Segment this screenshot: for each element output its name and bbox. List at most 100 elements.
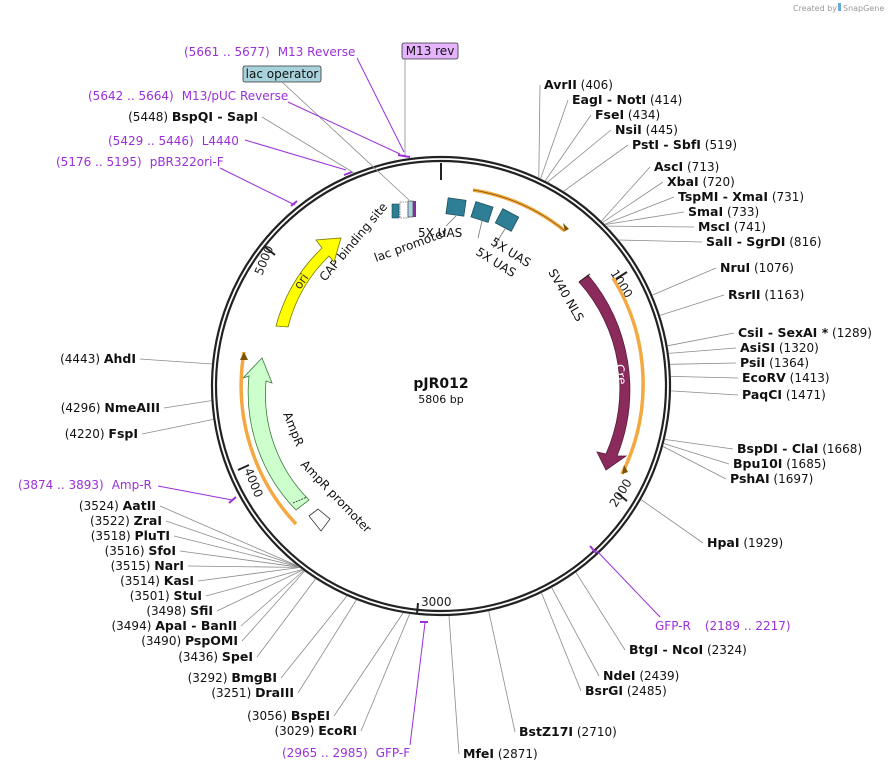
- primer-m13-reverse[interactable]: (5661 .. 5677)M13 Reverse: [184, 45, 411, 158]
- label-m13-rev: M13 rev: [401, 42, 459, 157]
- enzyme-leader-kasi: [197, 567, 300, 582]
- primer-m13-puc-reverse[interactable]: (5642 .. 5664)M13/pUC Reverse: [88, 89, 401, 155]
- enzyme-site-paqci[interactable]: PaqCI (1471): [670, 387, 826, 402]
- enzyme-site-aatii[interactable]: (3524) AatII: [79, 498, 298, 567]
- feature-cap-binding-site[interactable]: [391, 203, 400, 219]
- enzyme-site-kasi[interactable]: (3514) KasI: [120, 567, 300, 589]
- enzyme-site-nmeaiii[interactable]: (4296) NmeAIII: [61, 400, 212, 415]
- enzyme-label-bmgbi: (3292) BmgBI: [188, 670, 277, 685]
- enzyme-name-ecorv: EcoRV: [742, 370, 786, 385]
- enzyme-leader-nmeaiii: [163, 400, 212, 409]
- enzyme-site-tspmi[interactable]: TspMI - XmaI (731): [604, 189, 805, 225]
- enzyme-site-smai[interactable]: SmaI (733): [604, 204, 759, 225]
- enzyme-leader-avrii: [538, 84, 541, 178]
- enzyme-site-rsrii[interactable]: RsrII (1163): [659, 287, 804, 316]
- enzyme-site-bspei[interactable]: (3056) BspEI: [247, 612, 404, 723]
- enzyme-label-psii: PsiI (1364): [740, 355, 809, 370]
- enzyme-site-asisi[interactable]: AsiSI (1320): [668, 340, 819, 355]
- enzyme-site-stui[interactable]: (3501) StuI: [130, 569, 303, 604]
- enzyme-pos-hpai: (1929): [740, 536, 784, 550]
- feature-ampr-promoter[interactable]: [308, 508, 331, 532]
- enzyme-name-eagi: EagI: [572, 92, 603, 107]
- enzyme-site-nrui[interactable]: NruI (1076): [652, 260, 794, 296]
- enzyme-pos-psii: (1364): [765, 356, 809, 370]
- enzyme-site-sali[interactable]: SalI - SgrDI (816): [618, 234, 822, 249]
- enzyme-leader-psti: [563, 144, 629, 192]
- enzyme-site-ecori[interactable]: (3029) EcoRI: [274, 613, 411, 738]
- enzyme-site-zrai[interactable]: (3522) ZraI: [90, 513, 299, 567]
- enzyme-label-btgi: BtgI - NcoI (2324): [629, 642, 747, 657]
- enzyme-site-draiii[interactable]: (3251) DraIII: [211, 599, 357, 700]
- enzyme-site-eagi[interactable]: EagI - NotI (414): [540, 92, 683, 179]
- enzyme-leader-ndei: [551, 587, 600, 677]
- enzyme-leader-asisi: [668, 347, 737, 354]
- enzyme-pos-nrui: (1076): [750, 261, 794, 275]
- enzyme-site-hpai[interactable]: HpaI (1929): [640, 499, 784, 550]
- enzyme-pos-aatii: (3524): [79, 499, 123, 513]
- enzyme-pos-asci: (713): [683, 160, 719, 174]
- enzyme-site-mfei[interactable]: MfeI (2871): [448, 615, 538, 761]
- feature-ampr[interactable]: [242, 357, 310, 511]
- feature-5x-uas-3[interactable]: [494, 208, 520, 232]
- enzyme-site-ecorv[interactable]: EcoRV (1413): [670, 370, 830, 385]
- feature-cre[interactable]: [578, 274, 631, 471]
- enzyme-leader-asci: [601, 166, 651, 222]
- enzyme-site-fsei[interactable]: FseI (434): [544, 107, 660, 182]
- enzyme-site-xbai[interactable]: XbaI (720): [602, 174, 735, 223]
- enzyme-site-ahdi[interactable]: (4443) AhdI: [60, 351, 213, 366]
- svg-text:(2965 .. 2985)GFP-F: (2965 .. 2985)GFP-F: [282, 746, 410, 760]
- enzyme-site-msci[interactable]: MscI (741): [606, 219, 766, 234]
- enzyme-site-pluti[interactable]: (3518) PluTI: [91, 528, 300, 568]
- enzyme-name-tspmi: TspMI: [678, 189, 718, 204]
- enzyme-site-bstz17i[interactable]: BstZ17I (2710): [488, 610, 617, 739]
- enzyme-pos-xbai: (720): [699, 175, 735, 189]
- enzyme-site-sfoi[interactable]: (3516) SfoI: [105, 543, 300, 568]
- primer-l4440[interactable]: (5429 .. 5446)L4440: [108, 134, 353, 176]
- enzyme-site-psti[interactable]: PstI - SbfI (519): [563, 137, 738, 192]
- enzyme-site-psii[interactable]: PsiI (1364): [669, 355, 809, 370]
- enzyme-name-avrii: AvrII: [544, 77, 577, 92]
- plasmid-name: pJR012: [413, 376, 468, 392]
- enzyme-site-fspi[interactable]: (4220) FspI: [65, 419, 214, 441]
- enzyme-label-pluti: (3518) PluTI: [91, 528, 170, 543]
- primer-pbr322ori-f[interactable]: (5176 .. 5195)pBR322ori-F: [56, 155, 298, 207]
- enzyme-name-psti: PstI: [632, 137, 659, 152]
- enzyme-name-bstz17i: BstZ17I: [519, 724, 573, 739]
- enzyme-name-apai: ApaI: [155, 618, 187, 633]
- enzyme-site-sfii[interactable]: (3498) SfiI: [146, 569, 304, 618]
- enzyme-site-asci[interactable]: AscI (713): [601, 159, 719, 222]
- enzyme-site-bmgbi[interactable]: (3292) BmgBI: [188, 595, 348, 685]
- enzyme-site-avrii[interactable]: AvrII (406): [538, 77, 613, 178]
- enzyme-site-bpu10i[interactable]: Bpu10I (1685): [663, 443, 826, 472]
- orf-arc-right: [611, 277, 645, 475]
- enzyme-site-pshai[interactable]: PshAI (1697): [662, 446, 813, 486]
- primer-amp-r[interactable]: (3874 .. 3893)Amp-R: [18, 478, 237, 504]
- primer-gfp-r[interactable]: GFP-R(2189 .. 2217): [589, 545, 791, 633]
- enzyme-site-ndei[interactable]: NdeI (2439): [551, 587, 680, 683]
- enzyme-site-btgi[interactable]: BtgI - NcoI (2324): [575, 572, 747, 657]
- enzyme-site-apai[interactable]: (3494) ApaI - BanII: [111, 570, 304, 634]
- feature-5x-uas-1[interactable]: [445, 197, 467, 217]
- enzyme-labels-left: (5448) BspQI - SapI (4443) AhdI (4296) Nme…: [60, 109, 411, 738]
- enzyme-label-draiii: (3251) DraIII: [211, 685, 294, 700]
- feature-lac-promoter[interactable]: [399, 201, 409, 219]
- feature-5x-uas-2[interactable]: [470, 201, 494, 223]
- enzyme-name-paqci: PaqCI: [742, 387, 782, 402]
- enzyme-pos-nmeaiii: (4296): [61, 401, 105, 415]
- enzyme-site-bspqi[interactable]: (5448) BspQI - SapI: [128, 109, 355, 174]
- enzyme-pos-tspmi: (731): [768, 190, 804, 204]
- enzyme-site-nsii[interactable]: NsiI (445): [547, 122, 678, 183]
- enzyme-site-bspdi[interactable]: BspDI - ClaI (1668): [664, 439, 862, 456]
- enzyme-label-nsii: NsiI (445): [615, 122, 678, 137]
- enzyme-site-pspomi[interactable]: (3490) PspOMI: [141, 570, 305, 648]
- enzyme-leader-smai: [604, 211, 685, 225]
- tick-2000: 2000: [607, 476, 635, 509]
- feature-lac-operator[interactable]: [407, 200, 414, 218]
- primer-gfp-f[interactable]: (2965 .. 2985)GFP-F: [282, 621, 428, 760]
- enzyme-leader-psii: [669, 362, 737, 365]
- enzyme-site-nari[interactable]: (3515) NarI: [111, 558, 300, 573]
- feature-ori[interactable]: [275, 237, 342, 328]
- enzyme-site-csii[interactable]: CsiI - SexAI * (1289): [667, 325, 872, 347]
- enzyme-site-bsrgi[interactable]: BsrGI (2485): [541, 592, 667, 698]
- enzyme-site-spei[interactable]: (3436) SpeI: [178, 578, 316, 664]
